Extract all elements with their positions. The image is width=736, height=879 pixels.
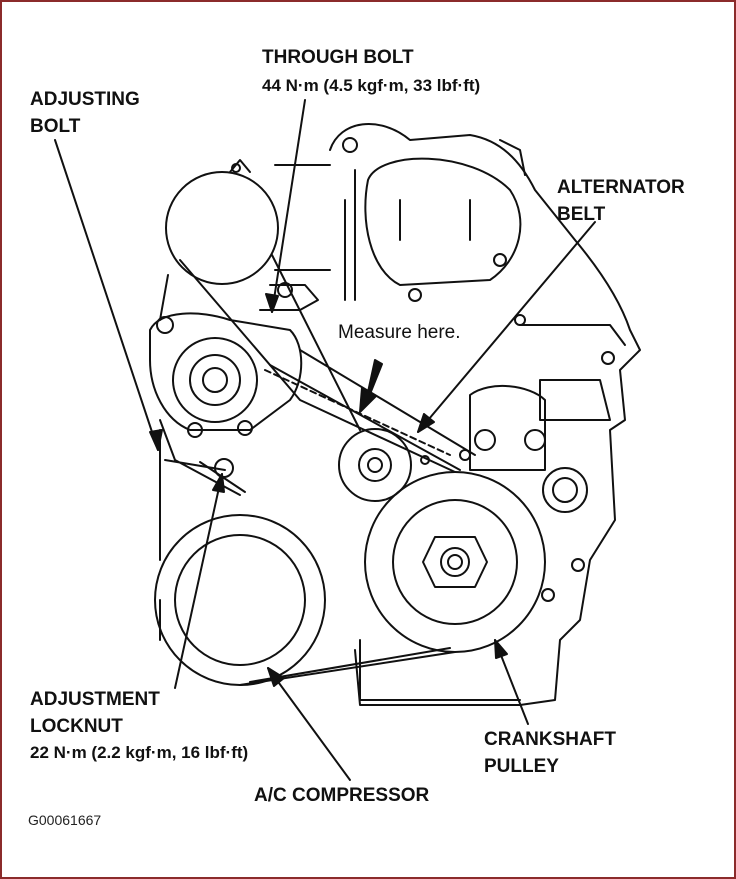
alternator-belt-label-line1: ALTERNATOR (557, 177, 685, 198)
idler-pulley (338, 428, 412, 502)
through-bolt-leader (271, 99, 306, 313)
adjusting-bolt-leader (54, 139, 159, 451)
adjustment-locknut-label-line2: LOCKNUT (30, 716, 123, 737)
alternator-pulley (165, 171, 279, 285)
crankshaft-pulley-label-line2: PULLEY (484, 756, 559, 777)
alternator-belt-leader (417, 221, 596, 433)
engine-block (329, 123, 641, 706)
through-bolt-arrowhead (265, 293, 279, 313)
locknut-leader (174, 473, 223, 689)
alternator-bracket (149, 312, 303, 431)
alternator-belt-label-line2: BELT (557, 204, 606, 225)
ac-compressor-leader (267, 667, 351, 781)
measure-here-label: Measure here. (338, 322, 461, 343)
crankshaft-pulley-label-line1: CRANKSHAFT (484, 729, 616, 750)
adjustment-locknut-torque: 22 N·m (2.2 kgf·m, 16 lbf·ft) (30, 743, 249, 762)
adjusting-bolt-label-line1: ADJUSTING (30, 89, 140, 110)
figure-code: G00061667 (28, 812, 102, 828)
adjustment-locknut-label-line1: ADJUSTMENT (30, 689, 160, 710)
through-bolt-label: THROUGH BOLT (262, 47, 414, 68)
measure-arrow (359, 359, 383, 413)
adjusting-bolt-label-line2: BOLT (30, 116, 81, 137)
ac-compressor-label: A/C COMPRESSOR (254, 785, 430, 806)
alternator-belt-path (159, 254, 476, 473)
through-bolt-torque: 44 N·m (4.5 kgf·m, 33 lbf·ft) (262, 76, 481, 95)
